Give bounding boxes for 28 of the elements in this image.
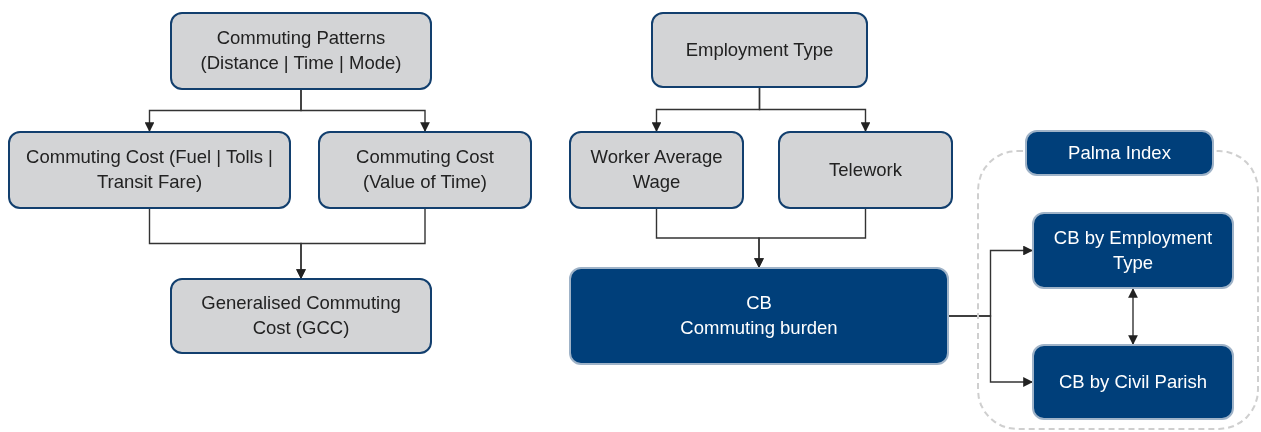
- process-box: [778, 131, 953, 209]
- process-box: [318, 131, 532, 209]
- node-label: Commuting Patterns (Distance | Time | Mode): [199, 26, 403, 75]
- arrow: [300, 89, 430, 132]
- node-label: Generalised Commuting Cost (GCC): [200, 291, 402, 340]
- node-title: CB: [746, 291, 772, 316]
- process-box: [8, 131, 291, 209]
- process-box: [569, 131, 744, 209]
- process-box: [1032, 212, 1234, 289]
- node-text: Commuting burden: [680, 316, 838, 340]
- arrow: [1128, 288, 1138, 345]
- arrow: [296, 208, 426, 279]
- process-box: [170, 278, 432, 354]
- process-box: [569, 267, 949, 365]
- process-box: [1032, 344, 1234, 420]
- node-label: Worker Average Wage: [589, 145, 724, 194]
- panel-title: Palma Index: [1025, 130, 1214, 176]
- node-label: CB by Employment Type: [1052, 225, 1214, 275]
- process-box: [170, 12, 432, 90]
- node-label: Commuting Cost (Value of Time): [355, 145, 495, 194]
- arrow: [758, 87, 871, 132]
- process-box: [651, 12, 868, 88]
- arrow: [754, 208, 867, 268]
- node-label: Employment Type: [685, 37, 834, 62]
- node-label: Telework: [829, 157, 902, 182]
- node-label: CB by Civil Parish: [1058, 369, 1207, 394]
- arrow: [948, 315, 1033, 387]
- node-label: Commuting Cost (Fuel | Tolls | Transit Fare): [25, 145, 274, 194]
